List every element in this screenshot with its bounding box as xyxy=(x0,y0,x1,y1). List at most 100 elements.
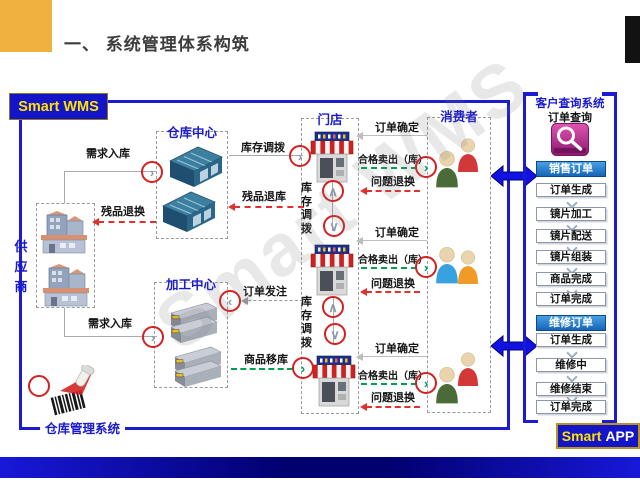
arrow-left-icon xyxy=(92,218,99,226)
red-circle-annotation: ∨ xyxy=(323,215,345,237)
title-accent-square xyxy=(0,0,52,52)
arrow-left-icon xyxy=(356,132,363,140)
flow-label-goods-relocation: 商品移库 xyxy=(244,354,288,366)
store-icon xyxy=(310,244,354,296)
flow-label-defective-return: 残品退库 xyxy=(242,191,286,203)
smart-app-brand: Smart xyxy=(561,428,602,444)
barcode-scanner-icon xyxy=(50,365,95,416)
order-confirm-label: 订单确定 xyxy=(375,227,419,239)
customer-query-panel: 客户查询系统 订单查询 销售订单 订单生成 镜片加工 镜片配送 镜片组装 商品完… xyxy=(523,92,617,423)
connector-line xyxy=(64,308,65,337)
flow-step: 镜片配送 xyxy=(536,229,606,243)
flow-line-order-placement xyxy=(243,300,303,301)
arrow-down-icon: ∨ xyxy=(329,218,339,234)
flow-line-goods-relocation xyxy=(231,368,293,370)
arrow-right-icon: › xyxy=(423,259,429,275)
supplier-label: 供应商 xyxy=(14,239,28,294)
connector-line xyxy=(333,297,334,345)
person-icon xyxy=(458,352,478,386)
diagram-frame xyxy=(19,100,510,430)
connector-line xyxy=(64,172,65,203)
panel-corner xyxy=(526,419,538,423)
arrow-left-icon xyxy=(360,187,367,195)
flow-line-problem-return xyxy=(366,190,420,192)
flow-step: 维修中 xyxy=(536,358,606,372)
qualified-sale-label: 合格卖出（库） xyxy=(358,155,428,166)
store-transfer-label: 库存调拨 xyxy=(301,296,312,349)
smart-wms-badge: Smart WMS xyxy=(9,93,108,120)
problem-return-label: 问题退换 xyxy=(371,176,415,188)
flow-line-qualified-sale xyxy=(361,383,417,385)
connector-line xyxy=(361,240,427,241)
corner-decoration xyxy=(625,16,640,63)
person-icon xyxy=(436,151,458,188)
order-search-icon xyxy=(551,123,589,156)
connector-line xyxy=(361,135,427,136)
flow-line-problem-return xyxy=(366,291,420,293)
flow-line-problem-return xyxy=(366,406,420,408)
red-circle-annotation: ∨ xyxy=(324,323,346,345)
qualified-sale-label: 合格卖出（库） xyxy=(358,255,428,266)
supplier-box xyxy=(36,203,95,308)
red-circle-annotation: ∧ xyxy=(322,296,344,318)
consumer-label: 消费者 xyxy=(440,110,478,124)
page-title: 一、 系统管理体系构筑 xyxy=(64,35,250,54)
connector-line xyxy=(229,155,303,156)
problem-return-label: 问题退换 xyxy=(371,278,415,290)
red-circle-annotation: › xyxy=(141,161,163,183)
machine-icon xyxy=(174,346,222,387)
store-box xyxy=(301,118,359,414)
store-label: 门店 xyxy=(317,113,343,127)
arrow-down-icon: ∨ xyxy=(330,326,340,342)
person-icon xyxy=(458,138,478,172)
arrow-right-icon: › xyxy=(149,164,155,180)
bottom-bar xyxy=(0,457,640,478)
order-confirm-label: 订单确定 xyxy=(375,122,419,134)
panel-title: 客户查询系统 xyxy=(535,98,605,110)
warehouse-center-label: 仓库中心 xyxy=(166,126,217,140)
flow-step: 订单完成 xyxy=(536,400,606,414)
qualified-sale-label: 合格卖出（库） xyxy=(358,371,428,382)
arrow-right-icon: › xyxy=(297,148,303,164)
arrow-left-icon xyxy=(228,203,235,211)
warehouse-center-box xyxy=(156,131,228,239)
arrow-left-icon: ‹ xyxy=(227,293,233,309)
flow-label-order-placement: 订单发注 xyxy=(243,286,287,298)
red-circle-annotation: ‹ xyxy=(219,290,241,312)
chevron-down-icon xyxy=(566,371,578,383)
machine-icon xyxy=(170,302,218,343)
flow-label-defective-exchange: 残品退换 xyxy=(101,206,145,218)
chevron-down-icon xyxy=(566,347,578,359)
connector-line xyxy=(64,171,157,172)
problem-return-label: 问题退换 xyxy=(371,392,415,404)
factory-icon xyxy=(43,264,89,307)
connector-line xyxy=(332,181,333,231)
flow-label-inventory-transfer: 库存调拨 xyxy=(241,142,285,154)
red-circle-annotation: › xyxy=(292,357,314,379)
flow-step: 订单生成 xyxy=(536,333,606,347)
arrow-left-icon xyxy=(241,297,248,305)
flow-step: 维修结束 xyxy=(536,382,606,396)
store-icon xyxy=(310,131,354,183)
red-circle-annotation: › xyxy=(415,256,437,278)
arrow-up-icon: ∧ xyxy=(328,299,338,315)
flow-step: 订单完成 xyxy=(536,292,606,306)
warehouse-icon xyxy=(162,191,216,232)
warehouse-system-label: 仓库管理系统 xyxy=(40,421,126,438)
arrow-left-icon xyxy=(356,353,363,361)
processing-center-label: 加工中心 xyxy=(165,278,216,292)
smart-app-suffix: APP xyxy=(605,428,635,444)
arrow-right-icon: › xyxy=(423,375,429,391)
repair-order-header: 维修订单 xyxy=(536,315,606,331)
flow-step: 镜片组装 xyxy=(536,250,606,264)
order-query-label: 订单查询 xyxy=(548,112,592,124)
flow-step: 镜片加工 xyxy=(536,207,606,221)
person-icon xyxy=(436,247,458,284)
arrow-left-icon xyxy=(360,288,367,296)
red-circle-annotation: › xyxy=(415,372,437,394)
order-confirm-label: 订单确定 xyxy=(375,343,419,355)
red-circle-annotation xyxy=(28,375,50,397)
panel-corner xyxy=(526,92,538,96)
flow-line-defective-return xyxy=(234,206,304,208)
